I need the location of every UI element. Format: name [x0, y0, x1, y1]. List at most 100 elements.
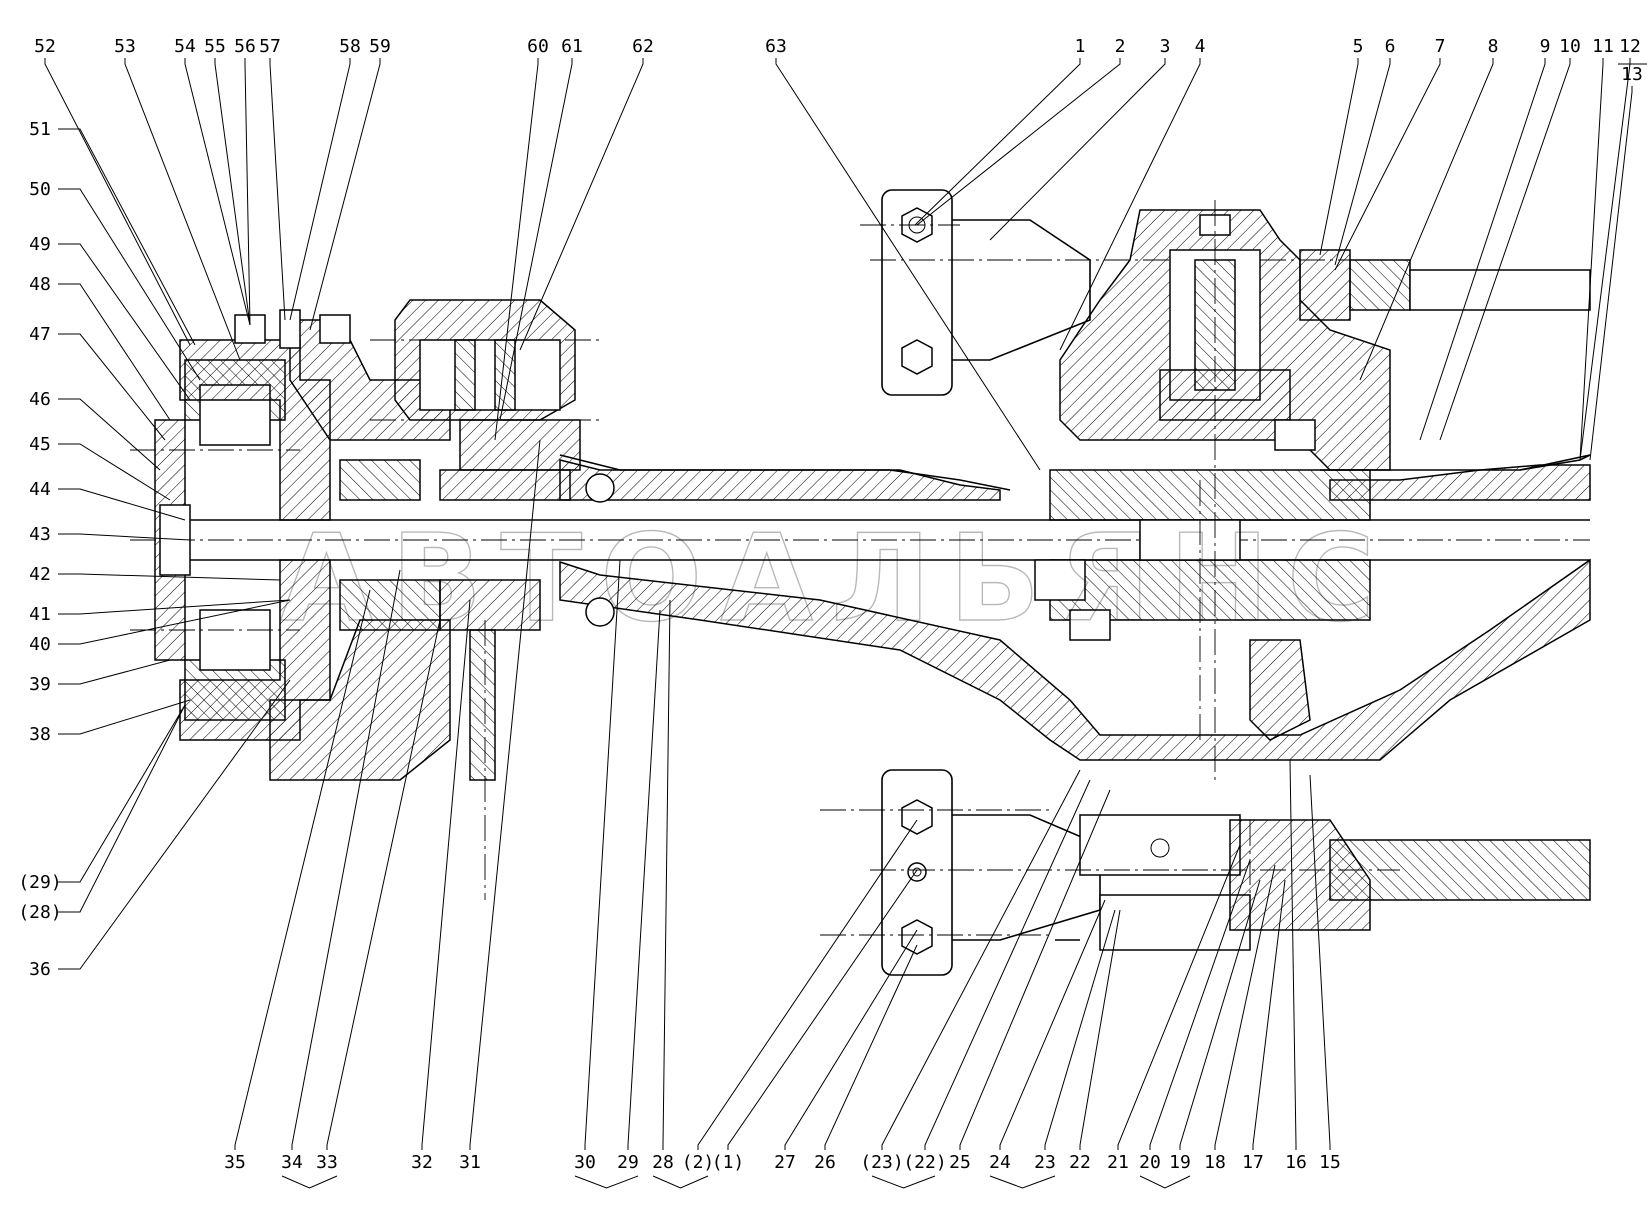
callout-top-53: 53	[114, 36, 136, 57]
callout-left-0: 51	[29, 119, 51, 140]
callout-top-11: 11	[1592, 36, 1614, 57]
leader-left-16	[58, 679, 291, 970]
callout-left-14: (29)	[18, 872, 61, 893]
callout-left-12: 39	[29, 674, 51, 695]
callout-bottom-12: (23)	[860, 1152, 903, 1173]
leader-top-54	[184, 58, 251, 326]
leader-bottom-17	[1079, 909, 1121, 1150]
callout-top-62: 62	[632, 36, 654, 57]
leader-bottom-15	[999, 899, 1106, 1150]
leader-top-57	[269, 58, 286, 321]
callout-bottom-22: 17	[1242, 1152, 1264, 1173]
callout-top-8: 8	[1488, 36, 1499, 57]
leader-top-13	[1589, 86, 1633, 461]
leader-left-7	[58, 488, 186, 521]
leader-top-8	[1359, 58, 1494, 381]
callout-left-2: 49	[29, 234, 51, 255]
leader-bottom-19	[1149, 859, 1251, 1150]
group-bracket-0	[281, 1175, 338, 1189]
upper-bracket	[860, 189, 1380, 396]
leader-top-62	[519, 58, 644, 351]
leader-left-8	[58, 533, 191, 541]
leader-bottom-14	[959, 789, 1111, 1150]
leader-bottom-20	[1179, 879, 1261, 1150]
leader-bottom-7	[662, 599, 671, 1150]
leader-bottom-18	[1117, 844, 1241, 1150]
leader-bottom-3	[421, 599, 471, 1150]
callout-top-57: 57	[259, 36, 281, 57]
leader-top-55	[214, 58, 251, 326]
leader-top-2	[916, 58, 1121, 226]
leader-top-6	[1334, 58, 1391, 266]
callout-top-2: 2	[1115, 36, 1126, 57]
callout-bottom-19: 20	[1139, 1152, 1161, 1173]
leader-left-6	[58, 443, 171, 501]
leader-left-10	[58, 599, 291, 615]
leader-top-56	[244, 58, 251, 326]
callout-left-13: 38	[29, 724, 51, 745]
leader-bottom-10	[784, 929, 918, 1150]
differential-housing	[1034, 200, 1591, 780]
leader-top-58	[289, 58, 351, 321]
leader-left-3	[58, 283, 171, 421]
brake-assembly	[339, 299, 615, 900]
callout-bottom-2: 33	[316, 1152, 338, 1173]
callout-bottom-0: 35	[224, 1152, 246, 1173]
callout-top-54: 54	[174, 36, 196, 57]
leader-top-60	[494, 58, 539, 441]
leader-top-9	[1419, 58, 1546, 441]
leader-bottom-11	[824, 944, 918, 1150]
leader-bottom-5	[584, 559, 621, 1150]
callout-top-60: 60	[527, 36, 549, 57]
leader-top-63	[775, 58, 1041, 471]
callout-top-56: 56	[234, 36, 256, 57]
leader-left-13	[58, 699, 191, 735]
callout-bottom-4: 31	[459, 1152, 481, 1173]
callout-left-5: 46	[29, 389, 51, 410]
leader-bottom-16	[1044, 909, 1116, 1150]
callout-top-10: 10	[1559, 36, 1581, 57]
callout-bottom-10: 27	[774, 1152, 796, 1173]
callout-bottom-6: 29	[617, 1152, 639, 1173]
leader-bottom-13	[924, 779, 1091, 1150]
leader-left-15	[58, 704, 186, 913]
callout-bottom-1: 34	[281, 1152, 303, 1173]
group-bracket-1	[574, 1175, 639, 1189]
callout-top-3: 3	[1160, 36, 1171, 57]
leader-top-3	[989, 58, 1166, 241]
callout-bottom-11: 26	[814, 1152, 836, 1173]
callout-top-63: 63	[765, 36, 787, 57]
callout-top-9: 9	[1540, 36, 1551, 57]
callout-left-3: 48	[29, 274, 51, 295]
leader-bottom-0	[234, 589, 371, 1150]
callout-bottom-8: (2)	[682, 1152, 715, 1173]
callout-top-58: 58	[339, 36, 361, 57]
callout-left-9: 42	[29, 564, 51, 585]
callout-left-7: 44	[29, 479, 51, 500]
leader-bottom-8	[697, 819, 918, 1150]
callout-left-4: 47	[29, 324, 51, 345]
leader-top-53	[124, 58, 241, 361]
leader-bottom-2	[326, 619, 441, 1150]
callout-top-7: 7	[1435, 36, 1446, 57]
leader-top-61	[499, 58, 573, 421]
lower-bracket	[820, 769, 1591, 976]
callout-bottom-21: 18	[1204, 1152, 1226, 1173]
leader-top-10	[1439, 58, 1571, 441]
leader-bottom-4	[469, 439, 541, 1150]
leader-bottom-1	[291, 569, 401, 1150]
callout-left-1: 50	[29, 179, 51, 200]
callout-bottom-14: 25	[949, 1152, 971, 1173]
leader-left-14	[58, 704, 186, 883]
leader-top-12	[1579, 58, 1631, 461]
leader-left-4	[58, 333, 166, 441]
leader-top-4	[1059, 58, 1201, 351]
watermark: АВТОАЛЬЯНС	[280, 510, 1393, 649]
leader-top-5	[1319, 58, 1359, 256]
callout-bottom-15: 24	[989, 1152, 1011, 1173]
group-bracket-4	[989, 1175, 1056, 1189]
leader-top-1	[914, 58, 1081, 226]
leader-left-5	[58, 398, 161, 471]
